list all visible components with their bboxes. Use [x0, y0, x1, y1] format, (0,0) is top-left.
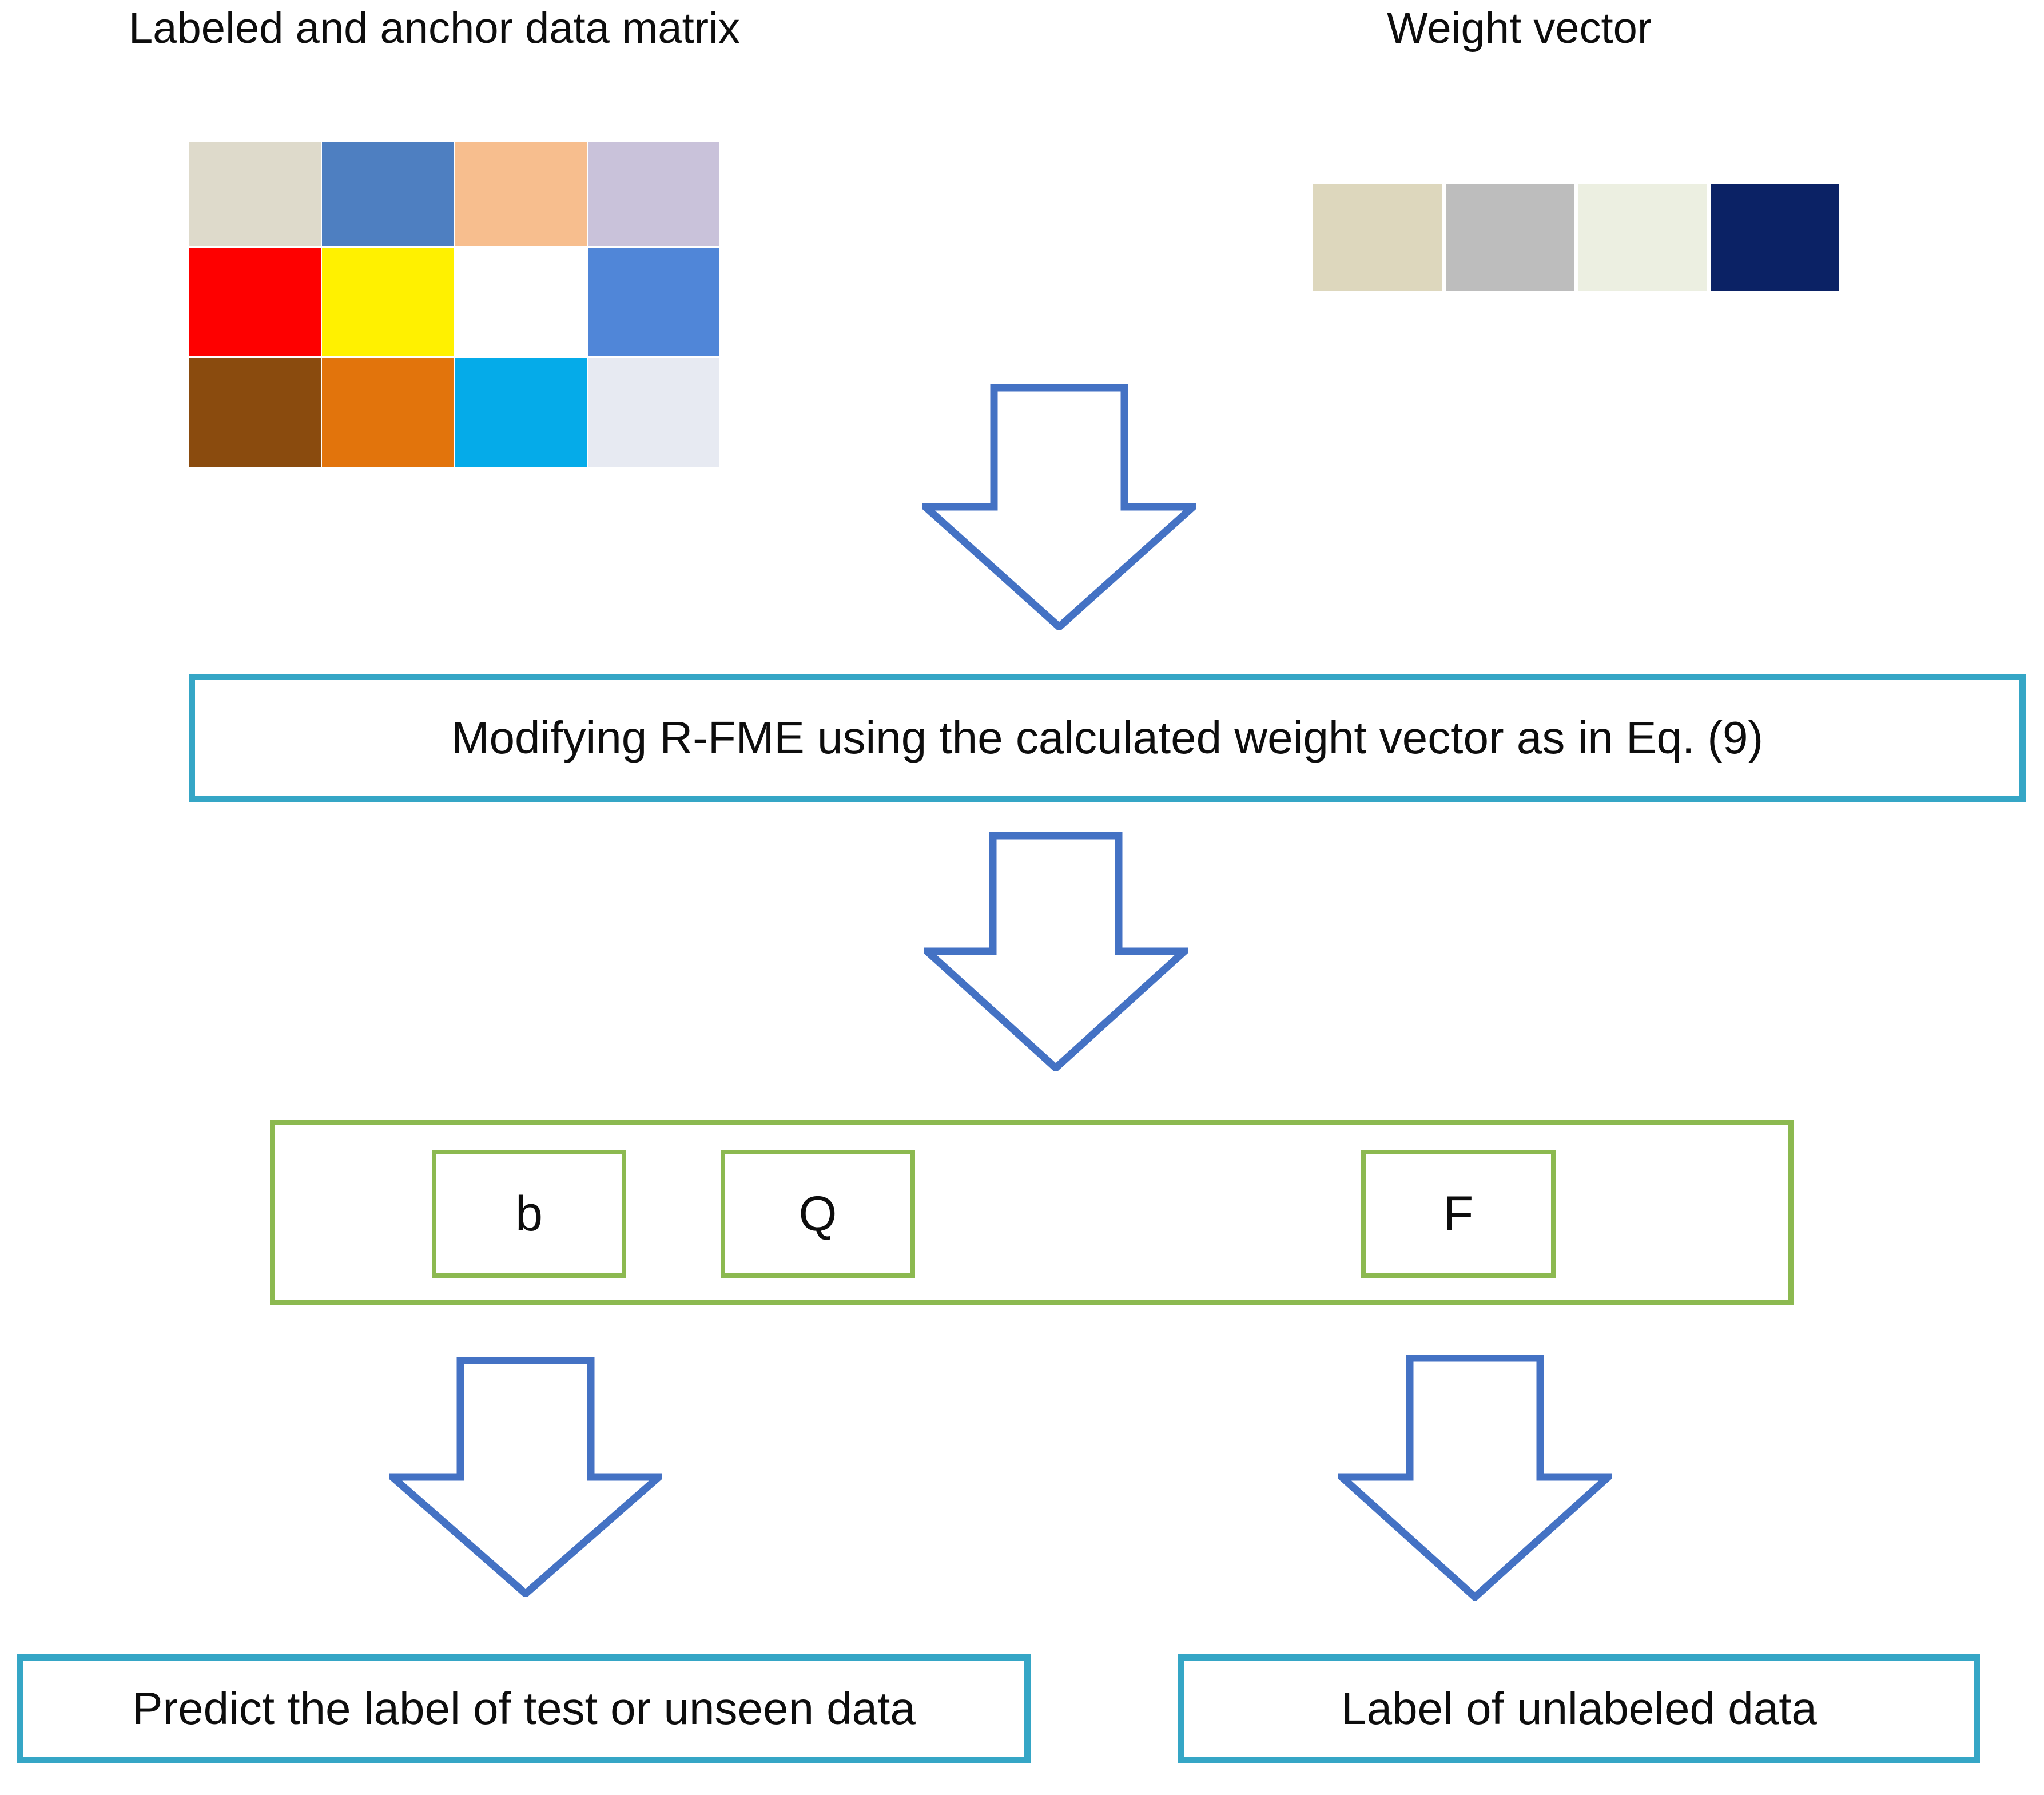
weight-vector: [1313, 184, 1839, 291]
output-f-box[interactable]: F: [1361, 1150, 1556, 1278]
labeled-anchor-data-matrix: [189, 142, 719, 478]
matrix-cell-r3c2: [321, 358, 454, 467]
output-q-box[interactable]: Q: [721, 1150, 915, 1278]
output-b-label: b: [515, 1186, 543, 1241]
predict-label-text: Predict the label of test or unseen data: [132, 1683, 916, 1734]
matrix-cell-r1c3: [455, 142, 587, 246]
matrix-cell-r2c4: [587, 248, 719, 356]
matrix-cell-r2c2: [321, 248, 454, 356]
weight-cell-1: [1313, 184, 1442, 291]
arrow-modify-to-outputs-icon: [924, 832, 1188, 1071]
unlabeled-label-box[interactable]: Label of unlabeled data: [1178, 1654, 1980, 1763]
matrix-cell-r2c3: [455, 248, 587, 356]
matrix-cell-r3c1: [189, 358, 321, 467]
matrix-cell-r1c2: [321, 142, 454, 246]
output-q-label: Q: [798, 1186, 837, 1241]
matrix-cell-r1c4: [587, 142, 719, 246]
modify-rfme-box[interactable]: Modifying R-FME using the calculated wei…: [189, 674, 2026, 802]
matrix-cell-r3c4: [587, 358, 719, 467]
modify-rfme-label: Modifying R-FME using the calculated wei…: [451, 712, 1764, 763]
matrix-title: Labeled and anchor data matrix: [129, 4, 740, 53]
output-f-label: F: [1443, 1186, 1474, 1241]
matrix-cell-r3c3: [455, 358, 587, 467]
arrow-data-to-modify-icon: [922, 384, 1196, 630]
output-b-box[interactable]: b: [432, 1150, 626, 1278]
arrow-F-to-unlabeled-icon: [1338, 1355, 1612, 1601]
weight-cell-4: [1710, 184, 1839, 291]
matrix-cell-r2c1: [189, 248, 321, 356]
predict-label-box[interactable]: Predict the label of test or unseen data: [17, 1654, 1031, 1763]
unlabeled-label-text: Label of unlabeled data: [1341, 1683, 1817, 1734]
weight-cell-3: [1578, 184, 1707, 291]
matrix-cell-r1c1: [189, 142, 321, 246]
arrow-b-to-predict-icon: [389, 1357, 662, 1597]
weight-cell-2: [1445, 184, 1574, 291]
weight-vector-title: Weight vector: [1387, 4, 1652, 53]
